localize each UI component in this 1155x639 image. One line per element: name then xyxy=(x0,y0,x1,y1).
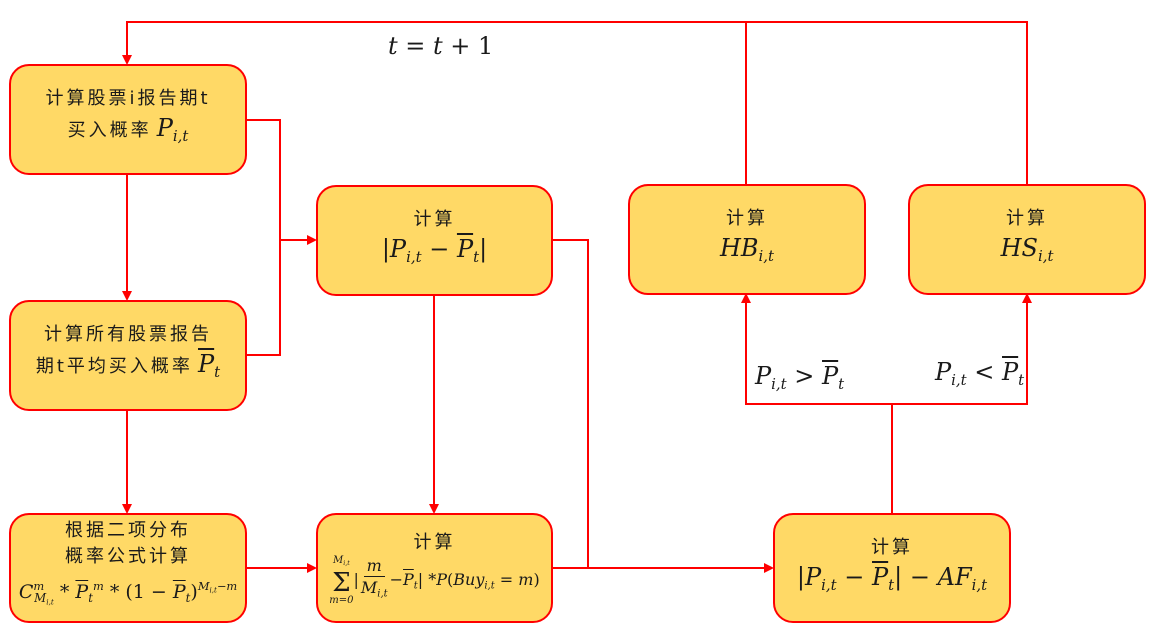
node-average-probability: 计算所有股票报告 期t平均买入概率 Pt xyxy=(9,300,247,411)
arrow-branch-to-hs xyxy=(892,293,1032,405)
node-hs-title: 计算 xyxy=(1006,208,1048,230)
node-hb-symbol: HBi,t xyxy=(719,234,775,266)
line-absdiff-to-af xyxy=(552,239,589,568)
node-af-diff: 计算 |Pi,t − Pt| − AFi,t xyxy=(773,513,1011,623)
node-hs-symbol: HSi,t xyxy=(1000,234,1054,266)
line-buyprob-to-merge xyxy=(246,119,281,356)
condition-greater: Pi,t > Pt xyxy=(755,362,845,394)
node-abs-diff: 计算 |Pi,t − Pt| xyxy=(316,185,553,296)
node-buy-probability: 计算股票i报告期t 买入概率 Pi,t xyxy=(9,64,247,175)
node-expected-sum-title: 计算 xyxy=(413,532,456,554)
node-buy-probability-line1: 计算股票i报告期t xyxy=(45,88,211,110)
loop-line-hs xyxy=(122,21,1028,184)
node-buy-probability-line2: 买入概率 xyxy=(67,120,152,142)
arrow-branch-to-hb xyxy=(741,293,892,405)
node-abs-diff-formula: |Pi,t − Pt| xyxy=(381,235,488,267)
loop-label: t = t + 1 xyxy=(388,32,494,60)
node-af-diff-title: 计算 xyxy=(871,536,913,558)
node-binomial-line1: 根据二项分布 xyxy=(65,519,191,541)
node-binomial-line2: 概率公式计算 xyxy=(65,545,191,567)
condition-less: Pi,t < Pt xyxy=(935,358,1025,390)
node-average-probability-line2: 期t平均买入概率 xyxy=(35,356,193,378)
node-af-diff-formula: |Pi,t − Pt| − AFi,t xyxy=(796,562,988,595)
node-hb-title: 计算 xyxy=(726,208,768,230)
node-buy-probability-symbol: Pi,t xyxy=(156,114,189,146)
node-abs-diff-title: 计算 xyxy=(413,209,456,231)
node-average-probability-line1: 计算所有股票报告 xyxy=(44,324,212,346)
node-binomial: 根据二项分布 概率公式计算 CmMi,t * Ptm * (1 − Pt)Mi,… xyxy=(9,513,247,623)
node-hb: 计算 HBi,t xyxy=(628,184,866,295)
node-hs: 计算 HSi,t xyxy=(908,184,1146,295)
node-binomial-formula: CmMi,t * Ptm * (1 − Pt)Mi,t−m xyxy=(18,578,238,607)
node-average-probability-symbol: Pt xyxy=(198,350,221,382)
